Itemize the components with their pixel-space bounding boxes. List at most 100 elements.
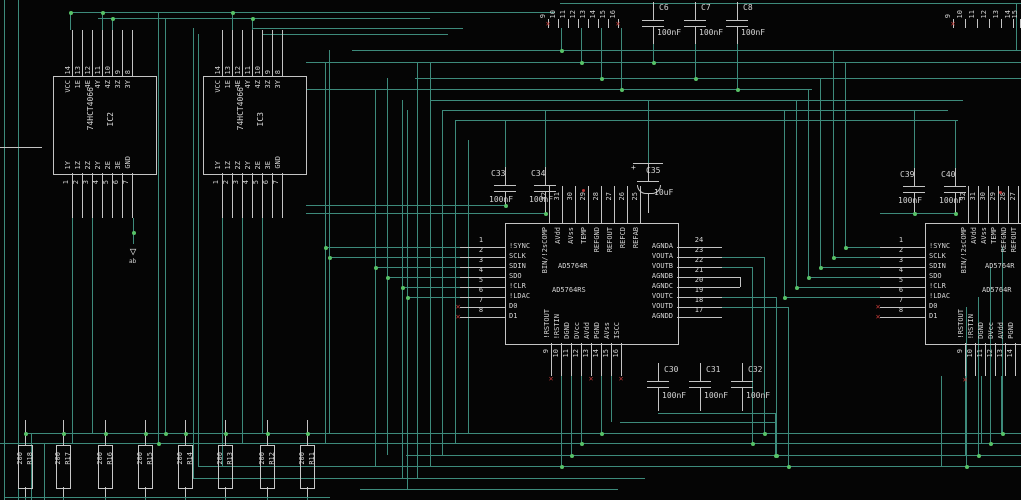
pin-line[interactable]	[581, 343, 582, 376]
net-wire[interactable]	[561, 376, 562, 466]
pin-line[interactable]	[282, 173, 283, 218]
net-wire[interactable]	[845, 62, 846, 247]
pin-line[interactable]	[460, 277, 505, 278]
net-wire[interactable]	[808, 277, 880, 278]
capacitor-lead[interactable]	[955, 192, 956, 213]
net-wire[interactable]	[784, 110, 785, 297]
net-wire[interactable]	[442, 110, 948, 111]
net-wire[interactable]	[505, 120, 506, 168]
pin-line[interactable]	[548, 19, 549, 28]
pin-line[interactable]	[102, 30, 103, 76]
pin-line[interactable]	[985, 343, 986, 376]
resistor-lead[interactable]	[307, 487, 308, 497]
net-wire[interactable]	[833, 50, 834, 257]
net-wire[interactable]	[18, 0, 19, 500]
net-wire[interactable]	[1016, 3, 1017, 50]
resistor-lead[interactable]	[105, 487, 106, 497]
pin-line[interactable]	[82, 30, 83, 76]
pin-line[interactable]	[272, 30, 273, 76]
pin-line[interactable]	[677, 317, 722, 318]
capacitor-plate[interactable]	[903, 186, 925, 187]
net-wire[interactable]	[955, 120, 956, 168]
capacitor-plate[interactable]	[647, 381, 669, 382]
pin-line[interactable]	[262, 30, 263, 76]
capacitor-lead[interactable]	[742, 387, 743, 411]
pin-line[interactable]	[558, 19, 559, 28]
capacitor-lead[interactable]	[658, 363, 659, 381]
net-wire[interactable]	[653, 44, 654, 62]
net-wire[interactable]	[833, 257, 880, 258]
pin-line[interactable]	[72, 30, 73, 76]
net-wire[interactable]	[442, 110, 443, 455]
pin-line[interactable]	[995, 343, 996, 376]
pin-line[interactable]	[132, 173, 133, 218]
pin-line[interactable]	[132, 30, 133, 76]
dac-symbol-0[interactable]	[505, 223, 679, 345]
capacitor-lead[interactable]	[648, 163, 649, 181]
net-wire[interactable]	[225, 497, 226, 500]
net-wire[interactable]	[185, 497, 186, 500]
resistor-body-r11[interactable]	[300, 445, 315, 489]
net-wire[interactable]	[375, 89, 376, 466]
net-wire[interactable]	[966, 307, 967, 466]
capacitor-lead[interactable]	[505, 191, 506, 205]
pin-line[interactable]	[460, 267, 505, 268]
capacitor-lead[interactable]	[653, 2, 654, 20]
net-wire[interactable]	[4, 0, 5, 500]
pin-line[interactable]	[627, 186, 628, 223]
pin-line[interactable]	[953, 19, 954, 28]
net-wire[interactable]	[820, 78, 821, 267]
net-wire[interactable]	[845, 247, 880, 248]
resistor-lead[interactable]	[63, 487, 64, 497]
resistor-body-r15[interactable]	[138, 445, 153, 489]
pin-line[interactable]	[588, 186, 589, 223]
net-wire[interactable]	[430, 100, 963, 101]
pin-line[interactable]	[880, 307, 925, 308]
pin-line[interactable]	[880, 297, 925, 298]
ic-symbol-ic2[interactable]	[53, 76, 157, 175]
net-wire[interactable]	[1002, 247, 1003, 433]
capacitor-lead[interactable]	[742, 363, 743, 381]
pin-line[interactable]	[598, 19, 599, 28]
pin-line[interactable]	[232, 173, 233, 218]
capacitor-lead[interactable]	[545, 191, 546, 213]
resistor-body-r13[interactable]	[218, 445, 233, 489]
pin-line[interactable]	[977, 19, 978, 28]
pin-line[interactable]	[588, 19, 589, 28]
net-wire[interactable]	[796, 100, 797, 287]
net-wire[interactable]	[776, 297, 777, 455]
pin-line[interactable]	[222, 30, 223, 76]
pin-line[interactable]	[262, 173, 263, 218]
net-wire[interactable]	[329, 257, 460, 258]
net-wire[interactable]	[611, 376, 612, 422]
pin-line[interactable]	[614, 186, 615, 223]
net-wire[interactable]	[325, 247, 460, 248]
pin-line[interactable]	[968, 186, 969, 223]
pin-line[interactable]	[965, 343, 966, 376]
capacitor-plate[interactable]	[642, 20, 664, 21]
net-wire[interactable]	[658, 413, 775, 414]
net-wire[interactable]	[105, 497, 106, 500]
net-wire[interactable]	[44, 443, 45, 500]
capacitor-lead[interactable]	[653, 26, 654, 44]
net-wire[interactable]	[98, 18, 430, 19]
capacitor-plate[interactable]	[637, 181, 659, 182]
resistor-body-r16[interactable]	[98, 445, 113, 489]
pin-line[interactable]	[677, 257, 722, 258]
net-wire[interactable]	[252, 18, 253, 30]
pin-line[interactable]	[242, 30, 243, 76]
pin-line[interactable]	[608, 19, 609, 28]
net-wire[interactable]	[402, 287, 460, 288]
net-wire[interactable]	[112, 18, 113, 30]
net-wire[interactable]	[560, 3, 1021, 4]
pin-line[interactable]	[112, 30, 113, 76]
net-wire[interactable]	[695, 44, 696, 78]
pin-line[interactable]	[571, 343, 572, 376]
pin-line[interactable]	[880, 287, 925, 288]
pin-line[interactable]	[549, 186, 550, 223]
net-wire[interactable]	[31, 433, 32, 500]
net-wire[interactable]	[561, 28, 562, 50]
pin-line[interactable]	[677, 287, 722, 288]
net-wire[interactable]	[70, 12, 71, 30]
